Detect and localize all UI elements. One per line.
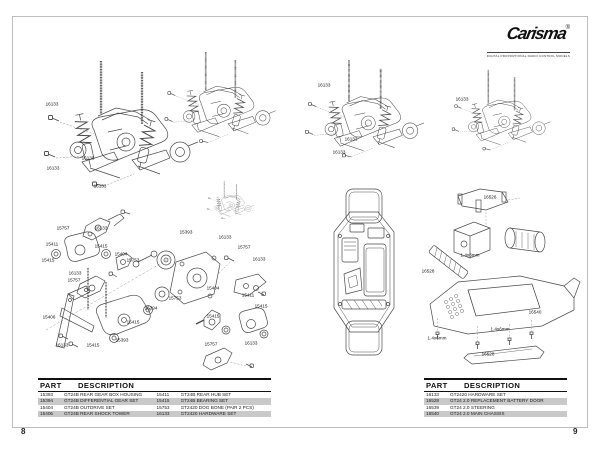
- table-row: 16540 GT24 2.0 MAIN CHASSIS: [424, 410, 567, 418]
- table-row: 15393 GT24B REAR GEAR BOX HOUSING: [38, 392, 155, 398]
- part-number-cell: 16133: [156, 410, 170, 416]
- description-cell: GT2420 DOG BONE (PAIR 2 PCS): [180, 404, 254, 410]
- header-description: DESCRIPTION: [78, 381, 135, 390]
- parts-column-2: 15411 GT24B REAR HUB SET 15415 GT24B BEARIN…: [154, 392, 272, 418]
- header-description: DESCRIPTION: [464, 381, 521, 390]
- table-row: 15753 GT2420 DOG BONE (PAIR 2 PCS): [155, 405, 272, 411]
- table-row: 15415 GT24B BEARING SET: [154, 398, 271, 405]
- description-cell: GT2420 HARDWARE SET: [180, 410, 237, 416]
- carisma-logo: Carisma® DIGITAL PROPORTIONAL RADIO CONT…: [430, 24, 570, 62]
- part-number-cell: 15393: [40, 392, 54, 397]
- part-number-cell: 15404: [40, 404, 54, 410]
- parts-table-header: PART DESCRIPTION: [424, 378, 567, 392]
- description-cell: GT2420 HARDWARE SET: [450, 392, 506, 397]
- diagram-rear-axle-assembly-3: [300, 58, 450, 181]
- page-number-left: 8: [21, 427, 26, 436]
- page-border: [12, 16, 588, 428]
- logo-wordmark: Carisma: [505, 24, 568, 43]
- description-cell: GT24 2.0 REPLACEMENT BATTERY DOOR: [450, 398, 544, 404]
- description-cell: GT24 2.0 MAIN CHASSIS: [450, 410, 505, 416]
- diagram-rear-axle-assembly-4: [448, 68, 584, 180]
- table-row: 16133 GT2420 HARDWARE SET: [424, 392, 567, 398]
- diagram-rear-exploded-left: [28, 198, 178, 358]
- part-number-cell: 15406: [40, 410, 54, 416]
- parts-column-1: 16133 GT2420 HARDWARE SET 16528 GT24 2.0 RE…: [424, 392, 567, 418]
- header-part: PART: [426, 381, 448, 390]
- part-number-cell: 15415: [156, 398, 170, 404]
- part-number-cell: 15394: [40, 398, 54, 404]
- diagram-rear-axle-assembly-2: [160, 50, 305, 169]
- header-part: PART: [40, 381, 62, 390]
- table-row: 16528 GT24 2.0 REPLACEMENT BATTERY DOOR: [424, 398, 567, 405]
- part-number-cell: 16133: [426, 392, 440, 397]
- parts-table-left: PART DESCRIPTION 15393 GT24B REAR GEAR BO…: [38, 378, 272, 418]
- part-number-cell: 16539: [426, 404, 440, 410]
- description-cell: GT24 2.0 STEERING: [450, 404, 495, 410]
- table-row: 15406 GT24B REAR SHOCK TOWER: [38, 410, 155, 418]
- description-cell: GT24B REAR GEAR BOX HOUSING: [64, 392, 143, 397]
- registered-mark: ®: [565, 25, 570, 31]
- description-cell: GT24B BEARING SET: [180, 398, 229, 404]
- description-cell: GT24B REAR HUB SET: [180, 392, 232, 397]
- parts-table-header: PART DESCRIPTION: [38, 378, 271, 392]
- logo-tagline: DIGITAL PROPORTIONAL RADIO CONTROL MODEL…: [486, 52, 570, 58]
- part-number-cell: 15411: [156, 392, 170, 397]
- part-number-cell: 15753: [156, 404, 170, 410]
- parts-table-body: 16133 GT2420 HARDWARE SET 16528 GT24 2.0 RE…: [424, 392, 567, 418]
- parts-table-right: PART DESCRIPTION 16133 GT2420 HARDWARE SE…: [424, 378, 567, 418]
- table-row: 15411 GT24B REAR HUB SET: [155, 392, 272, 398]
- description-cell: GT24B REAR SHOCK TOWER: [64, 410, 130, 416]
- part-number-cell: 16528: [426, 398, 440, 404]
- diagram-chassis-top-view: [320, 186, 408, 358]
- table-row: 15404 GT24B OUTDRIVE SET: [38, 405, 155, 411]
- diagram-chassis-exploded: [424, 186, 582, 368]
- table-row: 16133 GT2420 HARDWARE SET: [154, 410, 271, 418]
- table-row: 16539 GT24 2.0 STEERING: [424, 405, 567, 411]
- description-cell: GT24B OUTDRIVE SET: [64, 404, 115, 410]
- table-row: 15394 GT24B DIFFERENTIAL GEAR SET: [38, 398, 155, 405]
- diagram-rear-exploded-center: [158, 200, 308, 378]
- part-number-cell: 16540: [426, 410, 440, 416]
- page-number-right: 9: [573, 427, 578, 436]
- description-cell: GT24B DIFFERENTIAL GEAR SET: [64, 398, 139, 404]
